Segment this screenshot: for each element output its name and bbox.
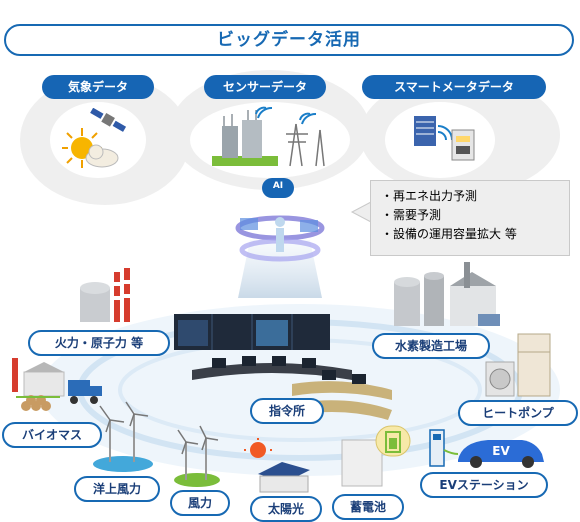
control-center-label: 指令所 bbox=[250, 398, 324, 424]
ev-badge: EV bbox=[492, 444, 510, 458]
wind-icon bbox=[174, 425, 220, 487]
ai-hologram bbox=[235, 215, 325, 298]
battery-icon bbox=[341, 425, 411, 487]
analysis-callout: ・再エネ出力予測 ・需要予測 ・設備の運用容量拡大 等 bbox=[370, 180, 570, 256]
ai-badge-label: AI bbox=[272, 181, 284, 191]
thermal-label: 火力・原子力 等 bbox=[28, 330, 170, 356]
ai-badge bbox=[262, 178, 294, 198]
analysis-item: ・需要予測 bbox=[381, 208, 442, 222]
page-title: ビッグデータ活用 bbox=[4, 24, 574, 56]
offshore-wind-icon bbox=[93, 401, 153, 472]
sensor-data-label: センサーデータ bbox=[204, 75, 326, 99]
sensor-icon bbox=[212, 106, 325, 167]
wind-label: 風力 bbox=[170, 490, 230, 516]
biomass-label: バイオマス bbox=[2, 422, 102, 448]
smart-meter-data-label: スマートメータデータ bbox=[362, 75, 546, 99]
thermal-plant-icon bbox=[80, 268, 130, 322]
callout-pointer bbox=[350, 201, 372, 223]
offshore-wind-label: 洋上風力 bbox=[74, 476, 160, 502]
ev-station-icon bbox=[429, 429, 544, 468]
ev-station-label: EVステーション bbox=[420, 472, 548, 498]
analysis-item: ・設備の運用容量拡大 等 bbox=[381, 227, 517, 241]
solar-label: 太陽光 bbox=[250, 496, 322, 522]
heat-pump-icon bbox=[485, 333, 551, 397]
weather-data-label: 気象データ bbox=[42, 75, 154, 99]
meter-circle bbox=[385, 102, 495, 178]
hydrogen-plant-label: 水素製造工場 bbox=[372, 333, 490, 359]
hydrogen-plant-icon bbox=[394, 262, 500, 326]
solar-icon bbox=[244, 438, 310, 493]
analysis-item: ・再エネ出力予測 bbox=[381, 189, 478, 203]
control-room-icon bbox=[174, 314, 392, 420]
battery-label: 蓄電池 bbox=[332, 494, 404, 520]
smart-meter-icon bbox=[414, 116, 475, 161]
weather-icon bbox=[62, 108, 127, 168]
biomass-icon bbox=[12, 358, 102, 411]
heat-pump-label: ヒートポンプ bbox=[458, 400, 578, 426]
